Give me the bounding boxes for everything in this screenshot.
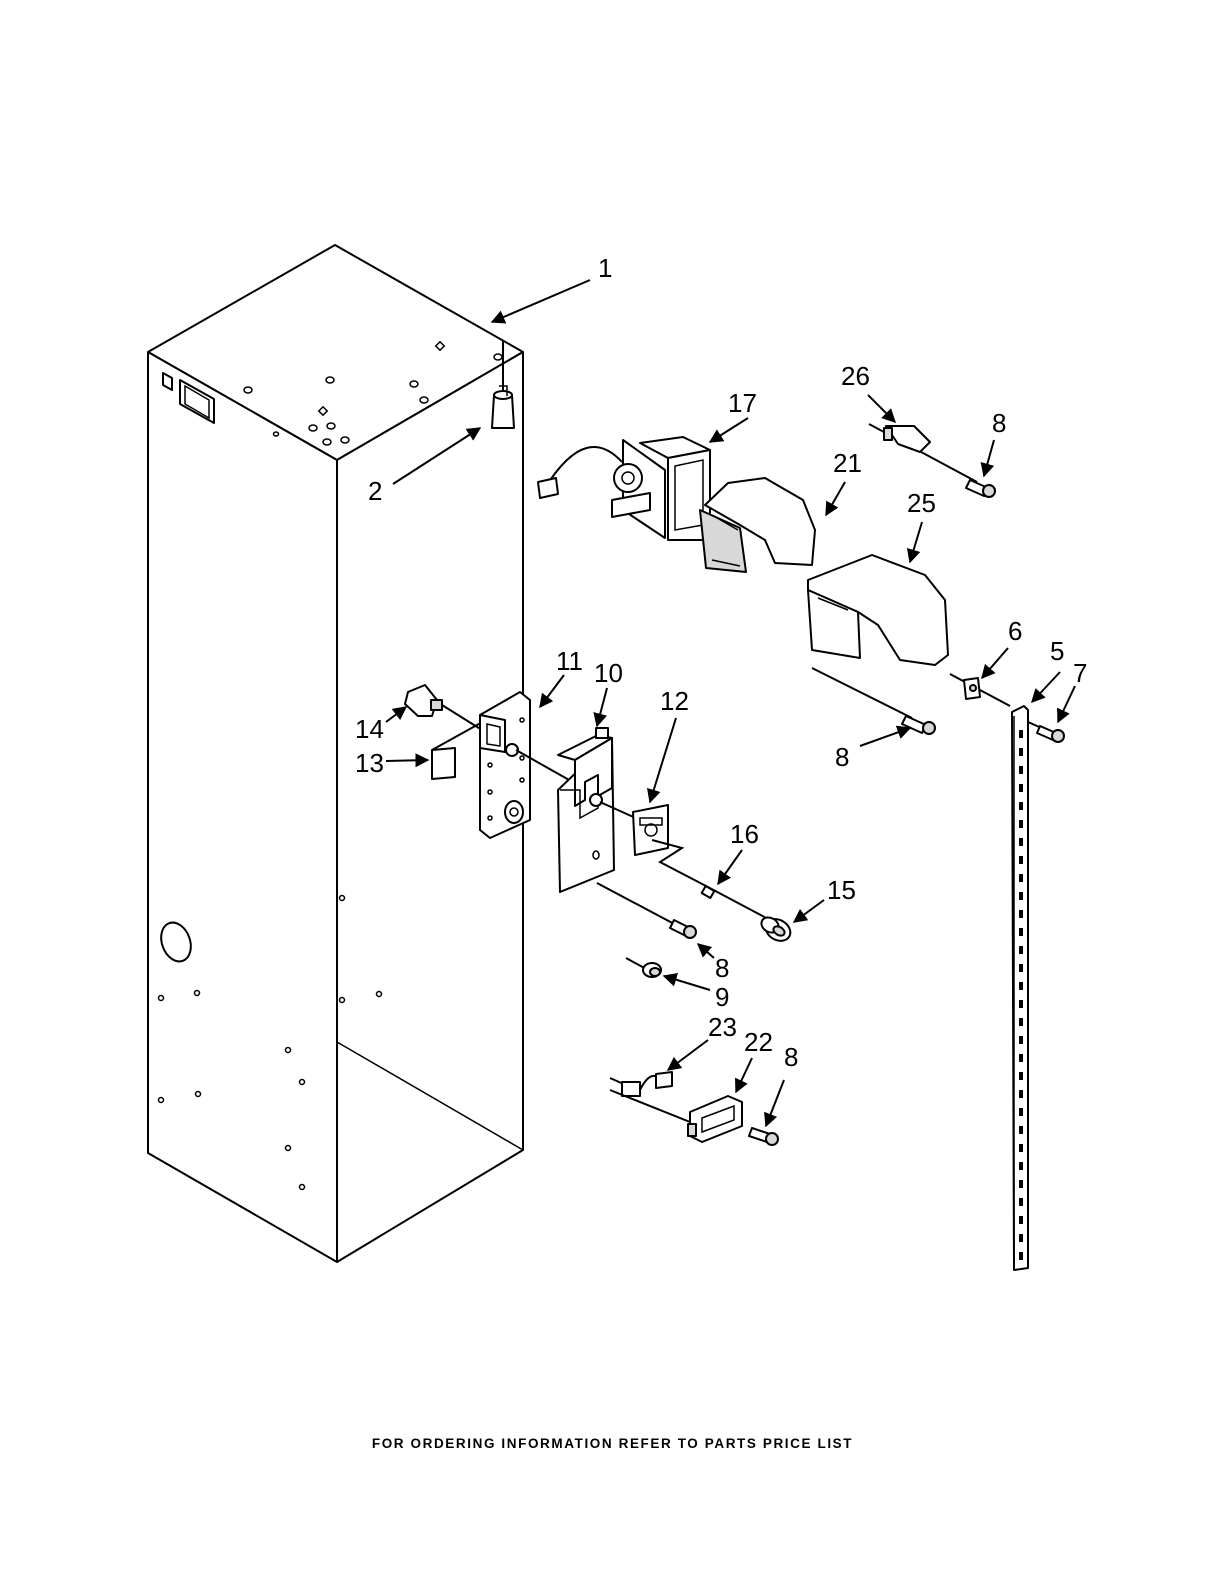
rail-slot <box>1019 820 1023 828</box>
callout-9: 9 <box>715 982 729 1012</box>
rail-slot <box>1019 928 1023 936</box>
callout-5: 5 <box>1050 636 1064 666</box>
rail-slot <box>1019 1216 1023 1224</box>
cabinet-part-1 <box>148 245 523 1262</box>
ordering-info-footer: FOR ORDERING INFORMATION REFER TO PARTS … <box>0 1436 1225 1451</box>
rail-slot <box>1019 838 1023 846</box>
callout-26: 26 <box>841 361 870 391</box>
rail-slot <box>1019 730 1023 738</box>
rail-slot <box>1019 1000 1023 1008</box>
callout-17: 17 <box>728 388 757 418</box>
rail-slot <box>1019 874 1023 882</box>
callout-10: 10 <box>594 658 623 688</box>
rail-slot <box>1019 1054 1023 1062</box>
part-16-wire <box>702 886 770 920</box>
part-9-plug <box>626 958 661 977</box>
rail-slot <box>1019 1162 1023 1170</box>
rail-slot <box>1019 1108 1023 1116</box>
part-15-grommet <box>759 914 795 945</box>
rail-slot <box>1019 784 1023 792</box>
rail-slot <box>1019 1018 1023 1026</box>
callout-8-hinge: 8 <box>715 953 729 983</box>
rail-slot <box>1019 1090 1023 1098</box>
callout-14: 14 <box>355 714 384 744</box>
callout-6: 6 <box>1008 616 1022 646</box>
screw-7 <box>1028 722 1064 742</box>
screw-8-hinge <box>670 920 696 938</box>
callout-11: 11 <box>556 646 583 676</box>
part-21-cover <box>700 478 815 572</box>
callout-8-top: 8 <box>992 408 1006 438</box>
screw-8-bottom <box>749 1128 778 1145</box>
rail-slot <box>1019 1234 1023 1242</box>
callout-2: 2 <box>368 476 382 506</box>
callout-8-mid: 8 <box>835 742 849 772</box>
callout-23: 23 <box>708 1012 737 1042</box>
callout-7: 7 <box>1073 658 1087 688</box>
rail-slot <box>1019 910 1023 918</box>
part-25-cover <box>808 555 948 665</box>
callout-1: 1 <box>598 253 612 283</box>
rail-slot <box>1019 946 1023 954</box>
callout-15: 15 <box>827 875 856 905</box>
callout-8-bottom: 8 <box>784 1042 798 1072</box>
screw-8-mid <box>812 668 935 734</box>
callout-12: 12 <box>660 686 689 716</box>
callout-13: 13 <box>355 748 384 778</box>
callout-22: 22 <box>744 1027 773 1057</box>
rail-slot <box>1019 1144 1023 1152</box>
screw-8-top <box>966 480 995 497</box>
rail-slot <box>1019 982 1023 990</box>
rail-slot <box>1019 1126 1023 1134</box>
part-17-assembly <box>538 437 710 540</box>
rail-slot <box>1019 1198 1023 1206</box>
part-12-plate <box>633 805 706 886</box>
rail-slot <box>1019 1252 1023 1260</box>
callout-21: 21 <box>833 448 862 478</box>
part-26-bracket <box>869 424 977 482</box>
callout-25: 25 <box>907 488 936 518</box>
part-22-switch <box>688 1096 742 1142</box>
rail-slot <box>1019 1036 1023 1044</box>
rail-slot <box>1019 802 1023 810</box>
rail-slot <box>1019 766 1023 774</box>
rail-slot <box>1019 964 1023 972</box>
part-6-clip <box>950 674 1010 706</box>
rail-slot <box>1019 856 1023 864</box>
rail-slot <box>1019 892 1023 900</box>
callout-16: 16 <box>730 819 759 849</box>
part-23-harness <box>610 1072 690 1122</box>
rail-slot <box>1019 1180 1023 1188</box>
rail-slot <box>1019 748 1023 756</box>
rail-slot <box>1019 1072 1023 1080</box>
